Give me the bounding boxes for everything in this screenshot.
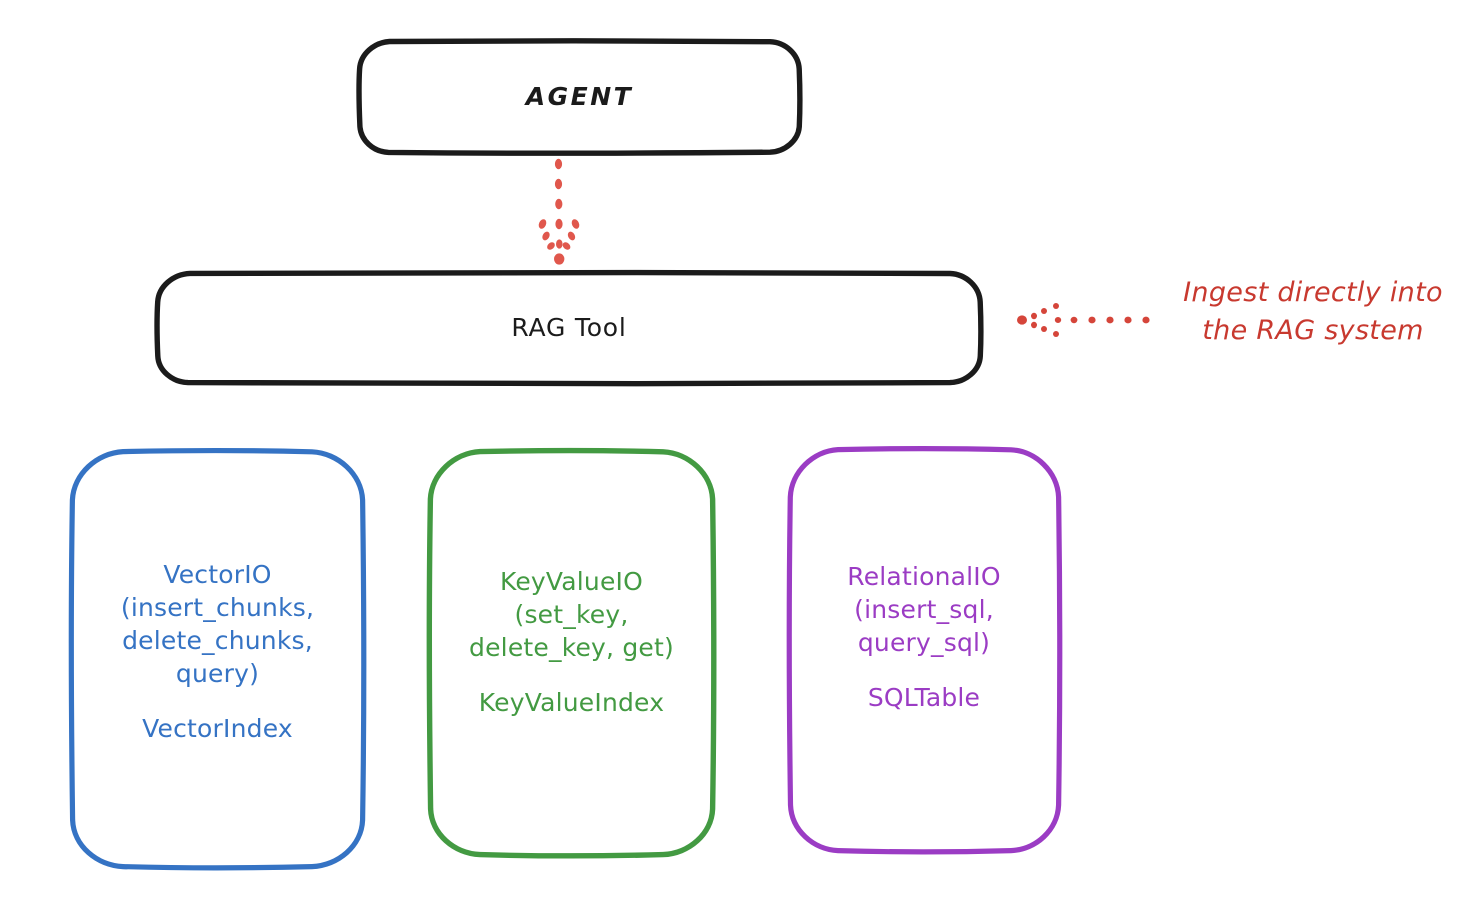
node-key-value-io-index: KeyValueIndex [478, 688, 665, 717]
node-rag-tool-label: RAG Tool [511, 312, 627, 342]
node-relational-io-api: RelationalIO (insert_sql, query_sql) [847, 562, 1001, 657]
node-relational-io-index: SQLTable [867, 683, 981, 712]
connector-agent-to-rag-tool [500, 156, 620, 272]
node-vector-io-label: VectorIO (insert_chunks, delete_chunks, … [68, 448, 367, 870]
connector-ingest-to-rag-tool [1017, 296, 1153, 342]
node-key-value-io-api: KeyValueIO (set_key, delete_key, get) [469, 567, 674, 662]
node-relational-io-label: RelationalIO (insert_sql, query_sql) SQL… [786, 446, 1062, 854]
node-agent-label: AGENT [525, 82, 634, 112]
node-relational-io[interactable]: RelationalIO (insert_sql, query_sql) SQL… [786, 445, 1063, 855]
node-key-value-io[interactable]: KeyValueIO (set_key, delete_key, get) Ke… [426, 447, 717, 859]
annotation-ingest-directly: Ingest directly into the RAG system [1183, 277, 1443, 347]
node-key-value-io-label: KeyValueIO (set_key, delete_key, get) Ke… [426, 448, 717, 858]
node-agent[interactable]: AGENT [356, 38, 803, 156]
node-rag-tool[interactable]: RAG Tool [154, 269, 984, 387]
node-vector-io-index: VectorIndex [142, 713, 293, 743]
dotted-left-arrow-icon [1017, 303, 1150, 337]
node-vector-io[interactable]: VectorIO (insert_chunks, delete_chunks, … [68, 447, 367, 871]
node-vector-io-api: VectorIO (insert_chunks, delete_chunks, … [120, 559, 315, 688]
dotted-down-arrow-icon [538, 158, 580, 265]
